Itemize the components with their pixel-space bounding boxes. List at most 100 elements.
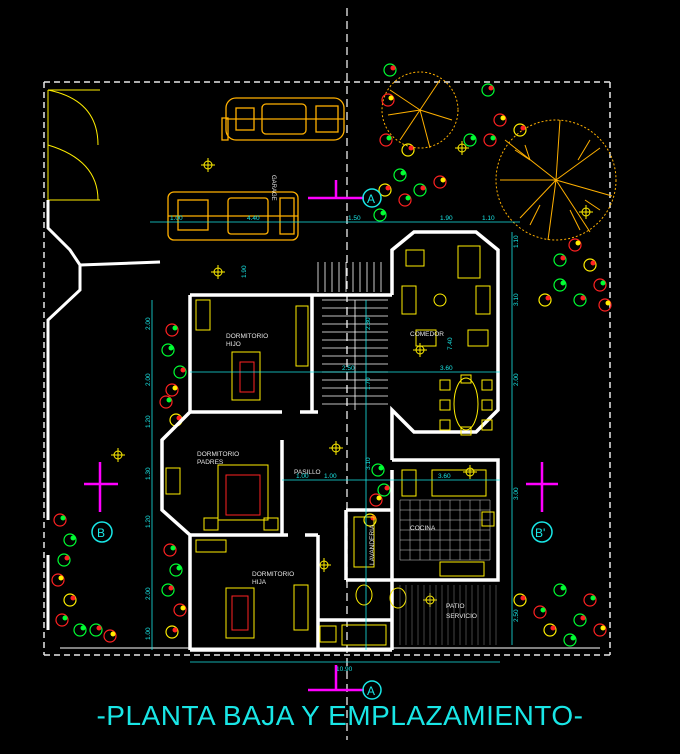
room-label-patio-1: PATIO — [446, 603, 465, 610]
dim-top-2: 4.40 — [247, 215, 260, 222]
dim-right-3: 2.00 — [513, 373, 520, 386]
section-b-left-label: B — [97, 526, 105, 540]
plant — [401, 143, 415, 157]
plant — [433, 175, 447, 189]
dim-inner-3: 7.40 — [447, 337, 454, 350]
plant — [165, 383, 179, 397]
dim-left-7: 1.00 — [145, 627, 152, 640]
plant — [463, 133, 477, 147]
dim-top-5: 1.10 — [482, 215, 495, 222]
plant-dot — [168, 345, 174, 351]
plant — [378, 183, 392, 197]
plant-dot — [172, 385, 178, 391]
section-marks: A A B B' — [84, 180, 558, 700]
section-mark-a-top: A — [308, 180, 382, 208]
plant — [598, 298, 612, 312]
plant-dot — [420, 185, 426, 191]
dim-inner-5: 2.30 — [365, 317, 372, 330]
plant-dot — [560, 585, 566, 591]
room-label-patio-2: SERVICIO — [446, 613, 477, 620]
dimension-lines — [150, 221, 520, 663]
plant-dot — [370, 515, 376, 521]
plant-dot — [560, 280, 566, 286]
plant-dot — [520, 595, 526, 601]
room-label-hijo-1: DORMITORIO — [226, 333, 268, 340]
room-label-hija-2: HIJA — [252, 579, 267, 586]
dim-bottom-total: 10.90 — [336, 666, 353, 673]
large-tree — [495, 119, 617, 241]
plant-dot — [376, 495, 382, 501]
property-boundary — [43, 81, 611, 656]
plant — [383, 63, 397, 77]
plant — [413, 183, 427, 197]
plant-dot — [590, 595, 596, 601]
plant-dot — [386, 135, 392, 141]
car-top — [221, 97, 345, 141]
plant-dot — [570, 635, 576, 641]
room-label-comedor: COMEDOR — [410, 331, 444, 338]
plant — [63, 593, 77, 607]
dim-inner-2: 1.70 — [365, 377, 372, 390]
plant — [573, 293, 587, 307]
plant — [573, 613, 587, 627]
plant — [377, 483, 391, 497]
plant — [563, 633, 577, 647]
plant-dot — [384, 485, 390, 491]
plant-dot — [600, 280, 606, 286]
plant — [379, 133, 393, 147]
room-label-padres-1: DORMITORIO — [197, 451, 239, 458]
plant-dot — [110, 631, 116, 637]
room-label-cocina: COCINA — [410, 525, 436, 532]
dim-left-6: 2.00 — [145, 587, 152, 600]
room-label-pasillo: PASILLO — [294, 469, 321, 476]
section-a-bottom-label: A — [367, 684, 375, 698]
drawing-title: -PLANTA BAJA Y EMPLAZAMIENTO- — [96, 700, 584, 731]
plant — [165, 625, 179, 639]
plant — [513, 123, 527, 137]
plant — [173, 365, 187, 379]
plant-dot — [540, 607, 546, 613]
plant-dot — [80, 625, 86, 631]
plant-dot — [400, 170, 406, 176]
dim-right-2: 3.10 — [513, 293, 520, 306]
plant-dot — [388, 95, 394, 101]
plant-dot — [490, 135, 496, 141]
dim-right-5: 2.50 — [513, 609, 520, 622]
plant-dot — [470, 135, 476, 141]
plant-dot — [440, 177, 446, 183]
plant — [363, 513, 377, 527]
plant-dot — [545, 295, 551, 301]
plant — [103, 629, 117, 643]
small-tree — [381, 71, 459, 149]
plant — [53, 513, 67, 527]
plant-dot — [180, 605, 186, 611]
plant — [51, 573, 65, 587]
plant-dot — [96, 625, 102, 631]
room-label-padres-2: PADRES — [197, 459, 224, 466]
plant — [583, 593, 597, 607]
plant — [393, 168, 407, 182]
plant-dot — [378, 465, 384, 471]
dim-left-4: 1.30 — [145, 467, 152, 480]
plant-dot — [500, 115, 506, 121]
plant — [493, 113, 507, 127]
garage-label: GARAGE — [270, 175, 276, 201]
garden-lamps — [111, 141, 593, 607]
patio-hatch — [399, 585, 497, 645]
plant-dot — [70, 595, 76, 601]
plant-dot — [172, 627, 178, 633]
plant-dot — [170, 545, 176, 551]
dim-left-2: 2.00 — [145, 373, 152, 386]
plant-dot — [520, 125, 526, 131]
plant — [57, 553, 71, 567]
section-a-top-label: A — [367, 192, 375, 206]
furniture — [165, 245, 495, 646]
dim-top-1: 1.00 — [170, 215, 183, 222]
plant-dot — [180, 367, 186, 373]
dim-pas-1: 1.00 — [296, 473, 309, 480]
dim-top-3: 1.50 — [348, 215, 361, 222]
plant-dot — [168, 585, 174, 591]
plant — [173, 603, 187, 617]
plant — [553, 583, 567, 597]
section-mark-a-bottom: A — [308, 665, 382, 700]
